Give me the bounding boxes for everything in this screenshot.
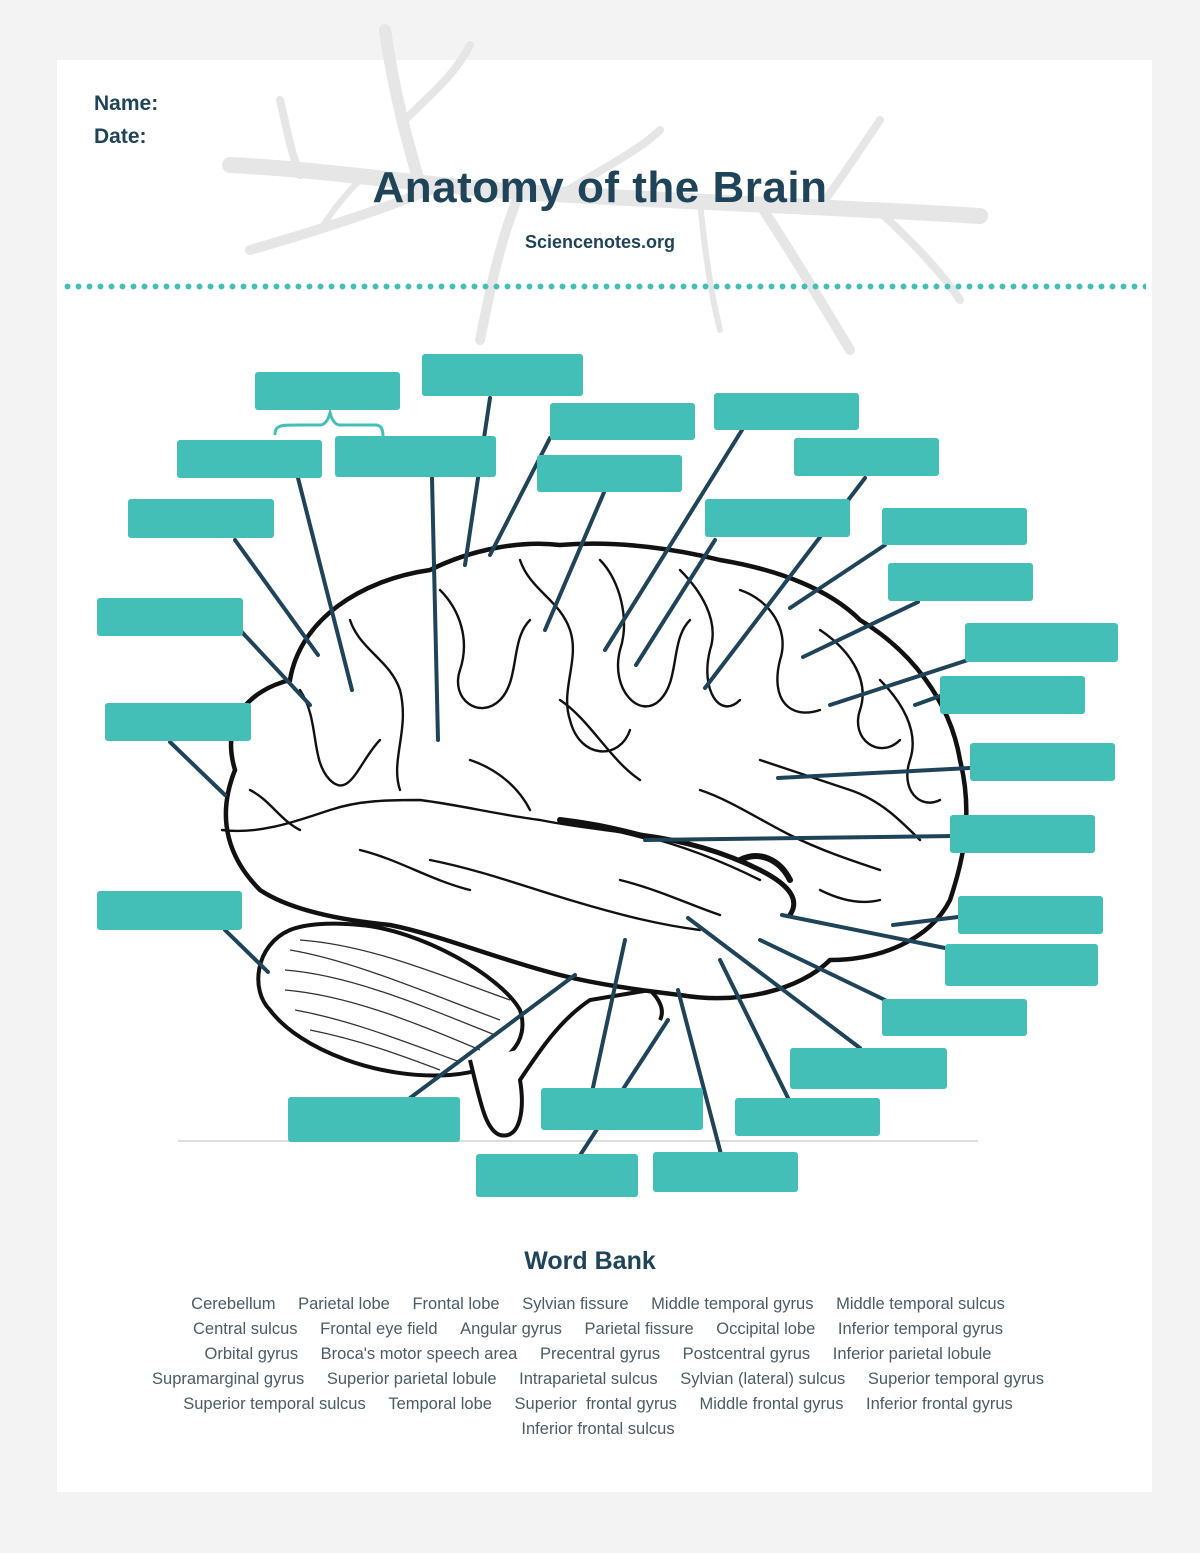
word-bank-term: Frontal lobe	[412, 1295, 500, 1313]
label-blank[interactable]	[550, 403, 695, 440]
label-blank[interactable]	[653, 1152, 798, 1192]
label-blank[interactable]	[945, 944, 1098, 986]
label-blank[interactable]	[970, 743, 1115, 781]
date-label: Date:	[94, 125, 147, 148]
label-blank[interactable]	[476, 1154, 638, 1197]
word-bank-term: Middle temporal gyrus	[651, 1295, 814, 1313]
label-blank[interactable]	[888, 563, 1033, 601]
word-bank-row: Superior temporal sulcus Temporal lobe S…	[0, 1395, 1196, 1414]
label-blank[interactable]	[255, 372, 400, 410]
neuron-watermark	[222, 24, 988, 355]
label-blank[interactable]	[882, 508, 1027, 545]
page-title: Anatomy of the Brain	[372, 163, 828, 212]
cerebellum-folia	[284, 939, 511, 1071]
label-blank[interactable]	[965, 623, 1118, 662]
word-bank-term: Superior temporal sulcus	[183, 1395, 366, 1413]
name-label: Name:	[94, 92, 159, 115]
leader-lines	[168, 396, 972, 1162]
word-bank-term: Inferior parietal lobule	[832, 1345, 992, 1363]
label-blank[interactable]	[537, 455, 682, 492]
word-bank-term: Parietal lobe	[298, 1295, 390, 1313]
word-bank-row: Inferior frontal sulcus	[0, 1420, 1196, 1439]
label-blank[interactable]	[128, 499, 274, 538]
word-bank-term: Precentral gyrus	[539, 1345, 661, 1363]
word-bank-term: Intraparietal sulcus	[519, 1370, 658, 1388]
word-bank-term: Postcentral gyrus	[682, 1345, 811, 1363]
word-bank-term: Central sulcus	[192, 1320, 298, 1338]
label-blank[interactable]	[714, 393, 859, 430]
word-bank-term: Broca's motor speech area	[320, 1345, 518, 1363]
label-blank[interactable]	[422, 354, 583, 396]
word-bank-term: Inferior temporal gyrus	[837, 1320, 1003, 1338]
word-bank-term: Occipital lobe	[716, 1320, 816, 1338]
word-bank-term: Superior temporal gyrus	[867, 1370, 1044, 1388]
word-bank-term: Superior frontal gyrus	[514, 1395, 677, 1413]
label-bracket	[273, 407, 385, 438]
label-blank[interactable]	[705, 499, 850, 537]
source-credit: Sciencenotes.org	[524, 232, 676, 252]
word-bank-term: Angular gyrus	[460, 1320, 562, 1338]
label-blank[interactable]	[177, 440, 322, 478]
label-blank[interactable]	[794, 438, 939, 476]
word-bank-term: Inferior frontal gyrus	[866, 1395, 1013, 1413]
word-bank-term: Middle temporal sulcus	[836, 1295, 1005, 1313]
word-bank-term: Supramarginal gyrus	[152, 1370, 305, 1388]
label-blank[interactable]	[541, 1088, 703, 1130]
word-bank-term: Orbital gyrus	[204, 1345, 299, 1363]
label-blank[interactable]	[105, 703, 251, 741]
label-blank[interactable]	[940, 676, 1085, 714]
label-blank[interactable]	[958, 896, 1103, 934]
label-blank[interactable]	[97, 891, 242, 930]
word-bank-term: Sylvian (lateral) sulcus	[680, 1370, 846, 1388]
word-bank-row: Central sulcus Frontal eye field Angular…	[0, 1320, 1196, 1339]
word-bank-term: Parietal fissure	[584, 1320, 694, 1338]
word-bank-term: Cerebellum	[191, 1295, 276, 1313]
label-blank[interactable]	[950, 815, 1095, 853]
word-bank-term: Middle frontal gyrus	[699, 1395, 844, 1413]
word-bank-term: Superior parietal lobule	[326, 1370, 497, 1388]
dotted-divider	[62, 283, 1146, 290]
word-bank-row: Orbital gyrus Broca's motor speech area …	[0, 1345, 1196, 1364]
word-bank-term: Inferior frontal sulcus	[521, 1420, 675, 1438]
label-blank[interactable]	[335, 436, 496, 477]
label-blank[interactable]	[882, 999, 1027, 1036]
word-bank-term: Temporal lobe	[388, 1395, 492, 1413]
label-blank[interactable]	[97, 598, 243, 636]
brain-gyri	[220, 558, 942, 932]
word-bank-row: Cerebellum Parietal lobe Frontal lobe Sy…	[0, 1295, 1196, 1314]
label-blank[interactable]	[288, 1097, 460, 1142]
label-blank[interactable]	[790, 1048, 947, 1089]
word-bank-term: Sylvian fissure	[522, 1295, 629, 1313]
word-bank-row: Supramarginal gyrus Superior parietal lo…	[0, 1370, 1196, 1389]
word-bank-title: Word Bank	[524, 1247, 656, 1275]
word-bank-term: Frontal eye field	[320, 1320, 438, 1338]
label-blank[interactable]	[735, 1098, 880, 1136]
